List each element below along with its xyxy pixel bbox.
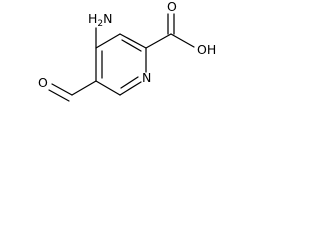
amine-h-label: H	[88, 11, 97, 26]
carboxylic-acid-group	[145, 13, 195, 49]
bond-c3-c2	[119, 33, 147, 49]
amine-n-label: N	[103, 11, 112, 26]
bond-cho-o	[51, 83, 73, 96]
amine-subscript: 2	[97, 19, 103, 29]
bond-n-c6	[119, 81, 142, 96]
molecule-structure-diagram: H2N N O OH O	[38, 0, 216, 102]
aldehyde-oxygen-label: O	[38, 75, 48, 90]
bond-c-oh	[170, 33, 195, 48]
bond-c2-cooh	[145, 33, 172, 49]
bond-c4-c3	[95, 33, 121, 49]
bond-c6-c5	[95, 80, 121, 96]
bond-n-c6-inner	[120, 76, 139, 89]
bond-c3-c2-inner	[121, 39, 142, 52]
acid-hydroxyl-label: OH	[197, 42, 216, 57]
bond-c5-cho	[71, 80, 97, 96]
acid-carbonyl-oxygen-label: O	[167, 0, 177, 14]
bond-cho-o-inner	[48, 89, 70, 102]
aldehyde-group	[48, 80, 97, 102]
ring-nitrogen-label: N	[142, 70, 151, 85]
amine-label: H2N	[88, 11, 113, 29]
pyridine-ring	[95, 33, 147, 96]
